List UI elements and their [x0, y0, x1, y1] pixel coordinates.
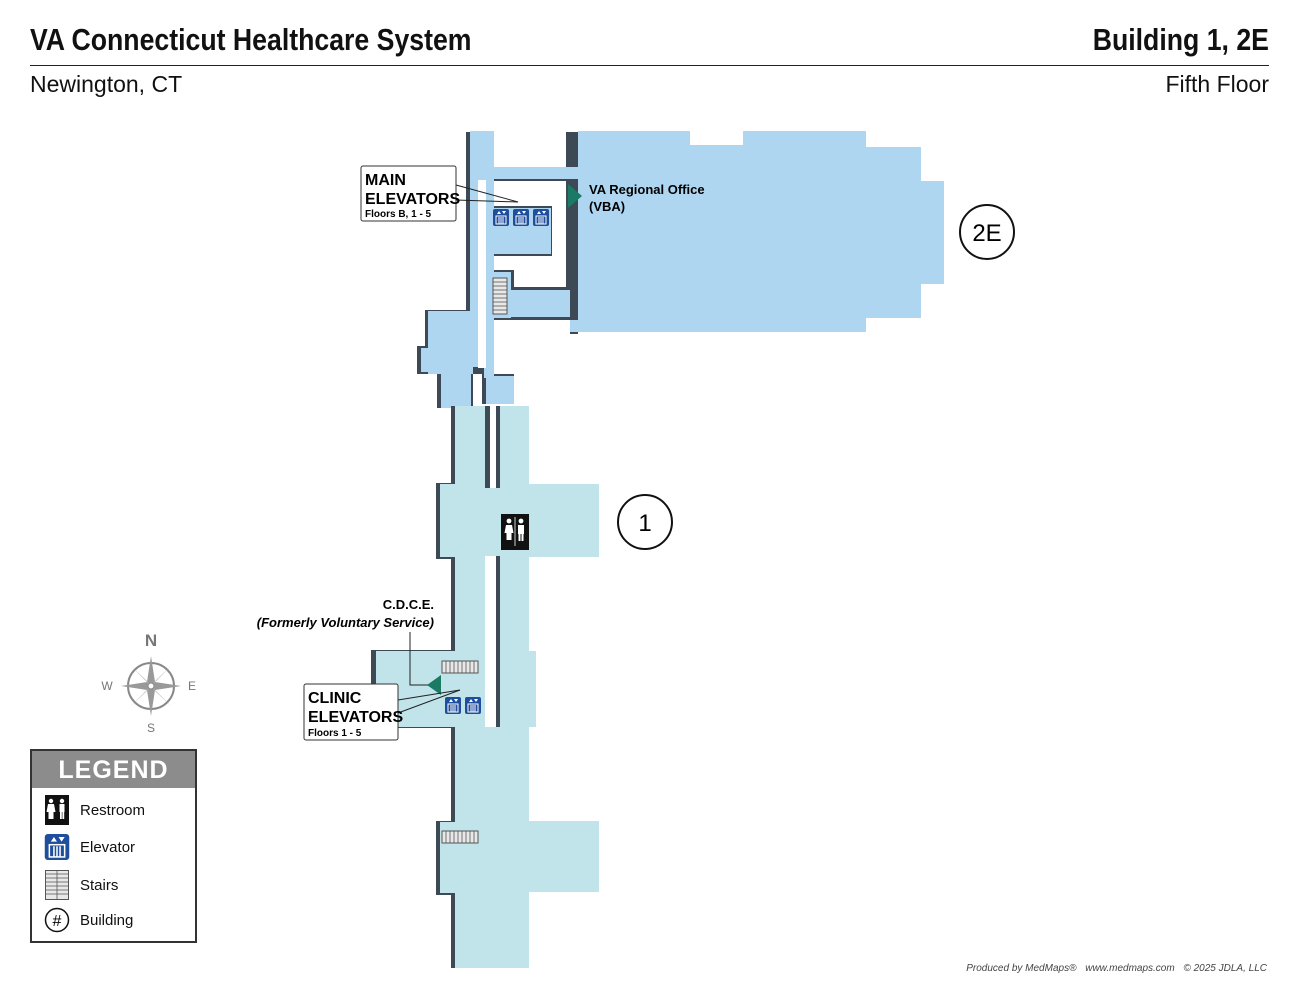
stairs-icon [441, 660, 479, 674]
vba-label: VA Regional Office [589, 182, 705, 197]
main-elevators-icons [492, 208, 550, 227]
map-title: VA Connecticut Healthcare System [30, 22, 472, 57]
copyright-text: © 2025 JDLA, LLC [1183, 963, 1267, 974]
svg-text:CLINIC: CLINIC [308, 690, 362, 707]
svg-text:S: S [147, 721, 155, 735]
restroom-icon [44, 795, 70, 825]
legend-item-elevator: Elevator [44, 832, 135, 862]
elevator-icon [492, 208, 510, 227]
svg-text:Floors 1 - 5: Floors 1 - 5 [308, 728, 362, 739]
cdce-label: C.D.C.E. [383, 597, 434, 612]
legend-item-building: # Building [44, 905, 133, 935]
credits-footer: Produced by MedMaps® www.medmaps.com © 2… [960, 963, 1267, 974]
legend-item-stairs: Stairs [44, 870, 118, 900]
produced-by-text: Produced by MedMaps® [966, 963, 1077, 974]
legend-label: Restroom [80, 801, 146, 819]
building-number-icon: # [44, 905, 70, 935]
legend-label: Stairs [80, 876, 119, 894]
elevator-icon [444, 696, 462, 715]
elevator-icon [44, 832, 70, 862]
stairs-icon [492, 277, 508, 315]
legend-title: LEGEND [32, 751, 195, 788]
cdce-entrance-pointer [427, 675, 441, 695]
main-elevators-callout: MAIN ELEVATORS Floors B, 1 - 5 [360, 165, 460, 222]
legend-label: Building [80, 911, 134, 929]
building-marker-2e: 2E [959, 204, 1015, 260]
svg-text:ELEVATORS: ELEVATORS [365, 191, 460, 208]
compass-rose: N S E W [101, 631, 196, 735]
cdce-label-sub: (Formerly Voluntary Service) [257, 615, 434, 630]
building-title: Building 1, 2E [1092, 22, 1269, 57]
building-1-floorplan [371, 406, 599, 968]
vba-entrance-pointer [568, 184, 582, 208]
svg-text:1: 1 [638, 510, 651, 537]
clinic-elevators-callout: CLINIC ELEVATORS Floors 1 - 5 [303, 683, 403, 741]
floor-subtitle: Fifth Floor [1165, 71, 1269, 97]
svg-text:W: W [101, 679, 113, 693]
elevator-icon [532, 208, 550, 227]
header-divider [30, 65, 1269, 66]
svg-text:N: N [145, 631, 157, 650]
stairs-icon [44, 870, 70, 900]
restroom-icon [501, 514, 529, 550]
svg-text:#: # [53, 913, 62, 930]
elevator-icon [464, 696, 482, 715]
svg-text:2E: 2E [972, 220, 1001, 247]
svg-text:ELEVATORS: ELEVATORS [308, 709, 403, 726]
location-subtitle: Newington, CT [30, 71, 183, 97]
elevator-icon [512, 208, 530, 227]
legend-item-restroom: Restroom [44, 795, 145, 825]
building-marker-1: 1 [617, 494, 673, 550]
legend-label: Elevator [80, 838, 136, 856]
website-link[interactable]: www.medmaps.com [1085, 963, 1175, 974]
stairs-icon [441, 830, 479, 844]
svg-text:E: E [188, 679, 196, 693]
legend-panel: LEGEND Restroom El [30, 749, 197, 943]
svg-text:Floors B, 1 - 5: Floors B, 1 - 5 [365, 209, 432, 220]
building-2e-floorplan [417, 131, 944, 408]
svg-text:MAIN: MAIN [365, 172, 406, 189]
vba-label-sub: (VBA) [589, 199, 625, 214]
